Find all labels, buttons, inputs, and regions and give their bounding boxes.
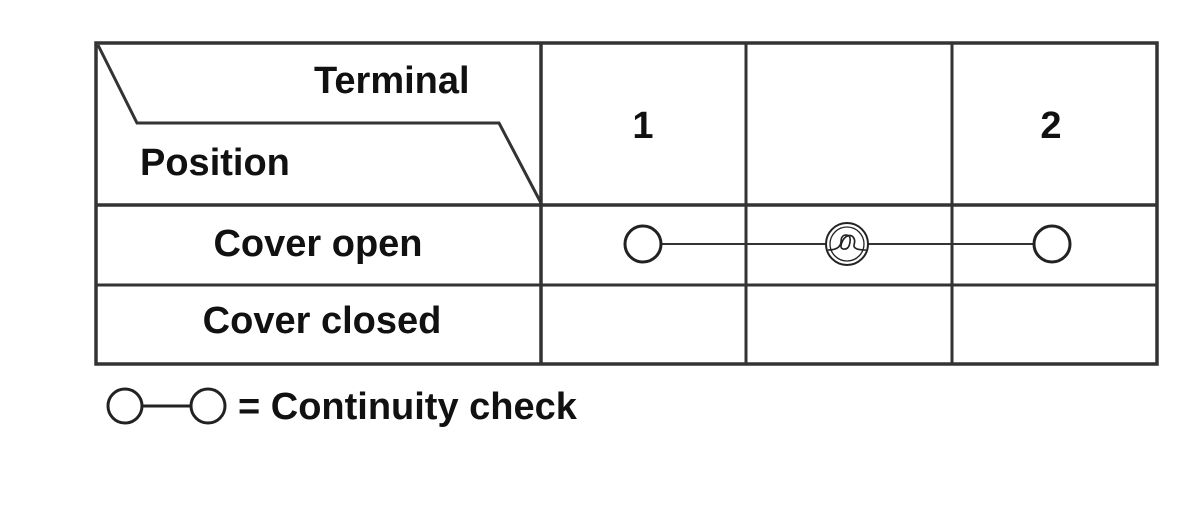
terminal-header-label: Terminal <box>314 60 470 102</box>
continuity-connection <box>623 222 1072 266</box>
header-split-line <box>96 44 543 204</box>
position-label-cover-closed: Cover closed <box>202 300 442 342</box>
position-label-cover-open: Cover open <box>213 223 423 265</box>
terminal-number: 1 <box>632 105 654 147</box>
terminal-number: 2 <box>1040 105 1062 147</box>
legend-text: = Continuity check <box>238 386 577 428</box>
bulb-icon <box>825 222 869 266</box>
terminal-2-connection-circle <box>1032 224 1072 264</box>
continuity-check-symbol <box>106 387 227 425</box>
position-header-label: Position <box>140 142 290 184</box>
terminal-1-connection-circle <box>623 224 663 264</box>
